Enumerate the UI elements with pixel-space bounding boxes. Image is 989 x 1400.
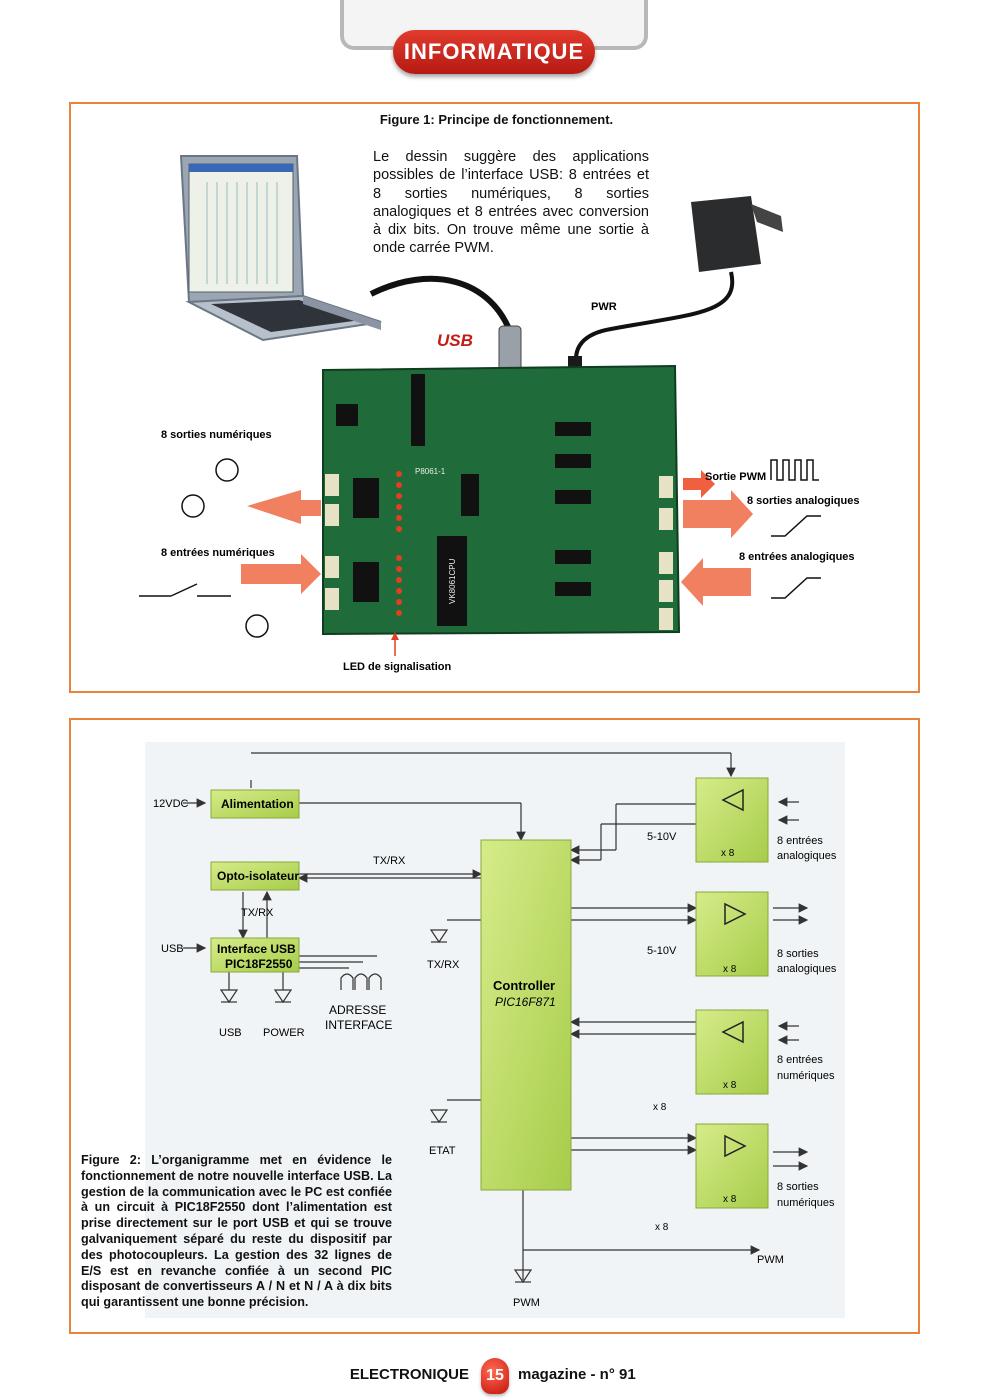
analog-output-block [695, 891, 769, 977]
figure-1-illustration: PWR USB [139, 155, 859, 673]
laptop-image [179, 155, 382, 342]
controller-block [480, 839, 572, 1191]
pwr-label: PWR [591, 301, 617, 313]
usb-input-label: USB [161, 943, 184, 955]
led-label: LED de signalisation [343, 661, 451, 673]
voltage-label-2: 5-10V [647, 945, 677, 957]
analog-input-block [695, 777, 769, 863]
analog-inputs-label-2: analogiques [777, 850, 837, 862]
digital-outputs-label-2: numériques [777, 1197, 835, 1209]
figure-2-caption: Figure 2: L’organigramme met en évidence… [81, 1153, 392, 1310]
pwm-output-label: PWM [757, 1254, 784, 1266]
ramp-icon [771, 515, 821, 537]
usb-interface-chip: PIC18F2550 [225, 957, 293, 971]
digital-inputs-label-1: 8 entrées [777, 1054, 823, 1066]
analog-inputs-label-1: 8 entrées [777, 835, 823, 847]
figure-2: 12VDC Alimentation Opto-isolateur TX/RX … [69, 718, 920, 1334]
etat-label: ETAT [429, 1145, 456, 1157]
figure-1-text: Le dessin suggère des applications possi… [373, 149, 649, 257]
analog-inputs-label: 8 entrées analogiques [739, 551, 855, 563]
led-icon [219, 929, 533, 1284]
svg-text:P8061-1: P8061-1 [415, 467, 446, 476]
analog-outputs-label-2: analogiques [777, 963, 837, 975]
figure-1-title: Figure 1: Principe de fonctionnement. [379, 112, 614, 127]
usb-interface-label: Interface USB [217, 942, 296, 956]
analog-out-arrow-icon [683, 490, 753, 538]
analog-outputs-label-1: 8 sorties [777, 948, 819, 960]
opto-label: Opto-isolateur [217, 869, 299, 883]
txrx-label: TX/RX [373, 855, 406, 867]
controller-label: Controller [493, 978, 555, 993]
txrx-led-label: TX/RX [427, 959, 460, 971]
x8-label: x 8 [723, 1194, 737, 1205]
svg-text:VK8061CPU: VK8061CPU [448, 558, 457, 604]
digital-outputs-label: 8 sorties numériques [161, 429, 272, 441]
magazine-name: ELECTRONIQUE [349, 1366, 469, 1383]
x8-label: x 8 [723, 964, 737, 975]
amplifier-icon [721, 788, 747, 1158]
issue-label: magazine - n° 91 [518, 1366, 636, 1383]
power-input-label: 12VDC [153, 798, 189, 810]
transistor-icon [181, 458, 269, 638]
input-arrow-icon [241, 554, 321, 594]
led-usb-label: USB [219, 1027, 242, 1039]
alimentation-block [210, 789, 300, 819]
usb-interface-block [210, 937, 300, 973]
square-wave-icon [770, 459, 819, 481]
x8-label: x 8 [653, 1102, 667, 1113]
x8-label: x 8 [655, 1222, 669, 1233]
digital-inputs-label: 8 entrées numériques [161, 547, 275, 559]
pwm-output-label: Sortie PWM [705, 471, 766, 483]
alimentation-label: Alimentation [221, 797, 294, 811]
address-label-2: INTERFACE [325, 1018, 392, 1032]
ramp-icon [771, 577, 821, 599]
x8-label: x 8 [723, 1080, 737, 1091]
power-adapter-image [568, 196, 783, 380]
figure-1: Figure 1: Principe de fonctionnement. Le… [69, 102, 920, 693]
section-header: INFORMATIQUE [393, 30, 595, 74]
txrx-inner-label: TX/RX [241, 907, 274, 919]
led-power-label: POWER [263, 1027, 305, 1039]
digital-output-block [695, 1123, 769, 1209]
pwm-led-label: PWM [513, 1297, 540, 1309]
block-diagram: 12VDC Alimentation Opto-isolateur TX/RX … [145, 742, 845, 1318]
page-footer: ELECTRONIQUE 15 magazine - n° 91 [0, 1358, 989, 1394]
digital-input-block [695, 1009, 769, 1095]
opto-isolator-block [210, 861, 300, 891]
analog-in-arrow-icon [681, 558, 751, 606]
usb-logo: USB [437, 331, 473, 350]
output-arrow-icon [247, 490, 321, 524]
digital-inputs-label-2: numériques [777, 1070, 835, 1082]
voltage-label-1: 5-10V [647, 831, 677, 843]
switch-icon [139, 583, 231, 597]
analog-outputs-label: 8 sorties analogiques [747, 495, 859, 507]
address-jumper-icon [340, 973, 382, 990]
controller-chip: PIC16F871 [495, 995, 556, 1009]
pwm-arrow-icon [683, 470, 715, 498]
page-number: 15 [481, 1358, 509, 1394]
pcb-board-image: P8061-1 VK8061CPU [322, 364, 681, 636]
x8-label: x 8 [721, 848, 735, 859]
digital-outputs-label-1: 8 sorties [777, 1181, 819, 1193]
address-label-1: ADRESSE [329, 1003, 386, 1017]
